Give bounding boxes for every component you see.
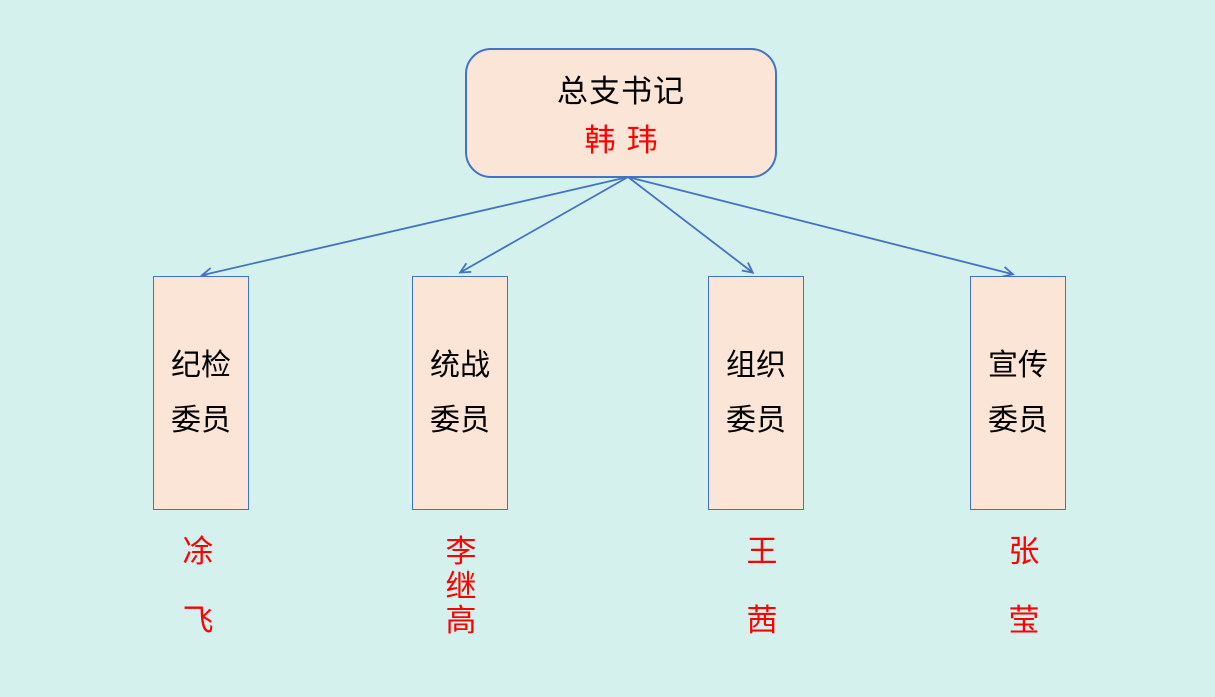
arrow-root-to-zuzhi (627, 176, 752, 272)
name-char: 王 (746, 534, 778, 569)
branch-person-name-zuzhi: 王 茜 (740, 536, 784, 636)
name-char: 莹 (1008, 603, 1040, 638)
root-title: 总支书记 (557, 74, 685, 109)
branch-person-name-tongzhan: 李 继 高 (439, 536, 483, 636)
branch-node-tongzhan: 统战 委员 (412, 276, 508, 510)
name-char: 飞 (182, 603, 214, 638)
branch-title-line: 宣传 (988, 348, 1048, 382)
name-char: 茜 (746, 603, 778, 638)
arrow-root-to-tongzhan (461, 176, 629, 272)
name-char: 李 (445, 534, 477, 569)
branch-person-name-jijian: 凃 飞 (176, 536, 220, 636)
arrow-root-to-jijian (203, 176, 629, 275)
branch-title-line: 委员 (726, 403, 786, 437)
branch-title-line: 委员 (171, 403, 231, 437)
branch-node-jijian: 纪检 委员 (153, 276, 249, 510)
branch-node-zuzhi: 组织 委员 (708, 276, 804, 510)
arrow-root-to-xuanchuan (627, 176, 1012, 274)
root-person-name: 韩玮 (584, 123, 669, 158)
root-node-secretary: 总支书记 韩玮 (465, 48, 777, 178)
name-char: 凃 (182, 534, 214, 569)
branch-title-line: 纪检 (171, 348, 231, 382)
name-char: 继 (445, 568, 477, 604)
name-char: 张 (1008, 534, 1040, 569)
branch-title-line: 委员 (430, 403, 490, 437)
branch-person-name-xuanchuan: 张 莹 (1002, 536, 1046, 636)
name-char: 高 (445, 603, 477, 638)
branch-title-line: 委员 (988, 403, 1048, 437)
branch-title-line: 统战 (430, 348, 490, 382)
branch-node-xuanchuan: 宣传 委员 (970, 276, 1066, 510)
branch-title-line: 组织 (726, 348, 786, 382)
